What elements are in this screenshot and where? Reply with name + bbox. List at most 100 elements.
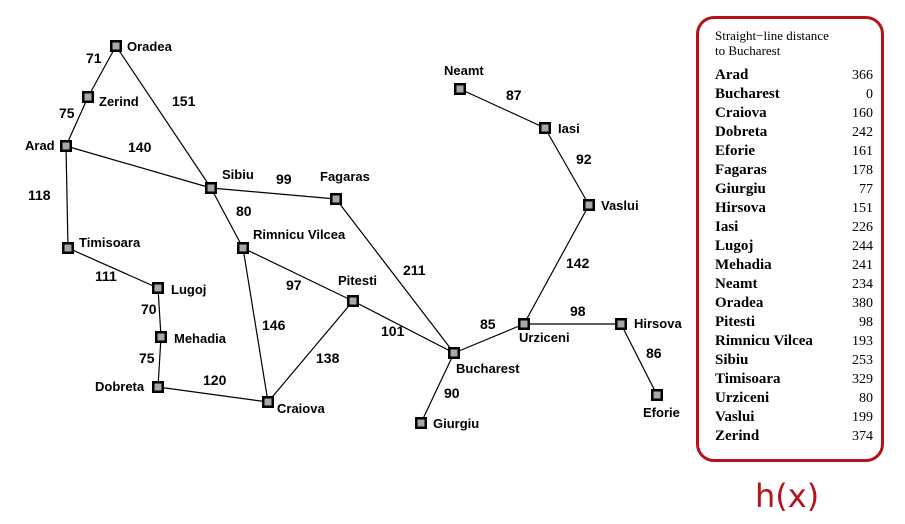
heuristic-city-name: Vaslui — [715, 409, 755, 425]
heuristic-distance-value: 199 — [852, 410, 873, 425]
road-distance-arad-sibiu: 140 — [128, 139, 152, 155]
city-label-iasi: Iasi — [558, 121, 580, 136]
city-label-zerind: Zerind — [99, 94, 139, 109]
road-distance-urziceni-vaslui: 142 — [566, 255, 590, 271]
city-node-sibiu — [205, 182, 217, 194]
heuristic-row-fagaras: Fagaras 178 — [715, 162, 873, 181]
road-urziceni-vaslui — [523, 204, 590, 325]
heuristic-distance-value: 160 — [852, 106, 873, 121]
city-node-dobreta — [152, 381, 164, 393]
road-rimnicu-vilcea-pitesti — [242, 247, 354, 302]
heuristic-city-name: Giurgiu — [715, 181, 766, 197]
city-node-hirsova — [615, 318, 627, 330]
heuristic-distance-value: 374 — [852, 429, 873, 444]
road-hirsova-eforie — [620, 323, 658, 396]
road-timisoara-lugoj — [67, 247, 159, 289]
heuristic-distance-value: 178 — [852, 163, 873, 178]
city-label-giurgiu: Giurgiu — [433, 416, 479, 431]
city-label-timisoara: Timisoara — [79, 235, 141, 250]
road-sibiu-rimnicu-vilcea — [210, 187, 244, 249]
road-distance-fagaras-bucharest: 211 — [403, 262, 426, 278]
heuristic-city-name: Arad — [715, 67, 749, 83]
road-zerind-arad — [65, 96, 89, 147]
road-arad-timisoara — [65, 145, 69, 249]
city-node-bucharest — [448, 347, 460, 359]
city-label-mehadia: Mehadia — [174, 331, 227, 346]
heuristic-city-name: Neamt — [715, 276, 758, 292]
road-distance-rimnicu-vilcea-craiova: 146 — [262, 317, 286, 333]
road-distance-rimnicu-vilcea-pitesti: 97 — [286, 277, 302, 293]
road-pitesti-bucharest — [352, 300, 455, 354]
road-distance-oradea-sibiu: 151 — [172, 93, 196, 109]
heuristic-distance-value: 226 — [852, 220, 873, 235]
table-title-line-1: Straight−line distance — [715, 28, 829, 43]
road-craiova-pitesti — [267, 300, 354, 403]
heuristic-city-name: Hirsova — [715, 200, 766, 216]
road-distance-pitesti-bucharest: 101 — [381, 323, 405, 339]
road-distance-oradea-zerind: 71 — [86, 50, 102, 66]
city-label-bucharest: Bucharest — [456, 361, 520, 376]
heuristic-city-name: Sibiu — [715, 352, 749, 368]
city-label-lugoj: Lugoj — [171, 282, 206, 297]
city-label-craiova: Craiova — [277, 401, 325, 416]
heuristic-distance-value: 366 — [852, 68, 873, 83]
heuristic-distance-value: 234 — [852, 277, 873, 292]
city-node-iasi — [539, 122, 551, 134]
road-oradea-sibiu — [115, 45, 212, 189]
heuristic-city-name: Rimnicu Vilcea — [715, 333, 813, 349]
romania-road-map: 7175151140118998011170751201469713821110… — [25, 39, 682, 431]
road-distance-timisoara-lugoj: 111 — [95, 268, 117, 284]
road-vaslui-iasi — [544, 127, 590, 206]
road-distance-sibiu-fagaras: 99 — [276, 171, 292, 187]
road-distance-lugoj-mehadia: 70 — [141, 301, 157, 317]
city-node-mehadia — [155, 331, 167, 343]
city-node-arad — [60, 140, 72, 152]
table-title: Straight−line distance to Bucharest — [715, 28, 880, 58]
city-node-neamt — [454, 83, 466, 95]
road-distance-iasi-neamt: 87 — [506, 87, 522, 103]
heuristic-label: h(x) — [755, 477, 820, 515]
heuristic-city-name: Mehadia — [715, 257, 772, 273]
road-fagaras-bucharest — [335, 198, 455, 354]
city-node-vaslui — [583, 199, 595, 211]
heuristic-city-name: Zerind — [715, 428, 760, 444]
city-label-neamt: Neamt — [444, 63, 484, 78]
road-distance-mehadia-dobreta: 75 — [139, 350, 155, 366]
heuristic-row-iasi: Iasi 226 — [715, 219, 873, 238]
heuristic-city-name: Urziceni — [715, 390, 770, 406]
road-distance-sibiu-rimnicu-vilcea: 80 — [236, 203, 252, 219]
heuristic-city-name: Dobreta — [715, 124, 768, 140]
road-mehadia-dobreta — [157, 336, 162, 388]
heuristic-city-name: Iasi — [715, 219, 739, 235]
road-sibiu-fagaras — [210, 187, 337, 200]
heuristic-city-name: Oradea — [715, 295, 764, 311]
heuristic-distance-value: 98 — [859, 315, 873, 330]
road-distance-urziceni-hirsova: 98 — [570, 303, 586, 319]
heuristic-city-name: Craiova — [715, 105, 767, 121]
heuristic-row-craiova: Craiova 160 — [715, 105, 873, 124]
city-node-rimnicu-vilcea — [237, 242, 249, 254]
road-iasi-neamt — [459, 88, 546, 129]
road-distance-vaslui-iasi: 92 — [576, 151, 592, 167]
city-node-timisoara — [62, 242, 74, 254]
heuristic-distance-value: 161 — [852, 144, 873, 159]
heuristic-city-name: Pitesti — [715, 314, 755, 330]
heuristic-city-name: Fagaras — [715, 162, 767, 178]
heuristic-distance-value: 151 — [852, 201, 873, 216]
road-arad-sibiu — [65, 145, 212, 189]
heuristic-row-neamt: Neamt 234 — [715, 276, 873, 295]
city-label-dobreta: Dobreta — [95, 379, 145, 394]
heuristic-city-name: Bucharest — [715, 86, 780, 102]
road-dobreta-craiova — [157, 386, 269, 403]
city-node-oradea — [110, 40, 122, 52]
road-distance-bucharest-urziceni: 85 — [480, 316, 496, 332]
city-label-fagaras: Fagaras — [320, 169, 370, 184]
heuristic-row-arad: Arad 366 — [715, 67, 873, 86]
